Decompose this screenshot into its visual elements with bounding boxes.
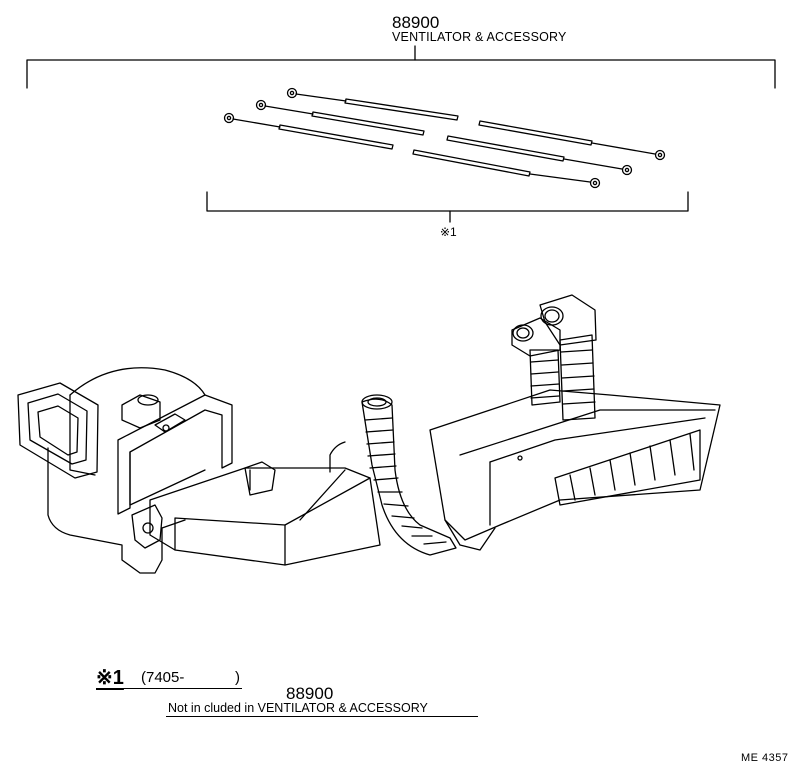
footnote-text-underline <box>166 716 478 717</box>
footnote-mark: ※1 <box>96 667 124 689</box>
top-part-number: 88900 <box>392 13 440 32</box>
ventilator-unit <box>17 294 721 574</box>
footnote-range-close: ) <box>235 669 240 686</box>
footnote-underline <box>96 688 242 689</box>
diagram-code: ME 4357 <box>741 752 789 764</box>
top-assembly-bracket <box>26 45 776 89</box>
footnote-range-open: (7405- <box>141 669 185 686</box>
control-cables <box>223 87 666 189</box>
sub-reference-label: ※1 <box>440 225 457 239</box>
footnote-text: Not in cluded in VENTILATOR & ACCESSORY <box>168 701 428 715</box>
sub-bracket <box>206 191 689 223</box>
top-assembly-title: VENTILATOR & ACCESSORY <box>392 30 567 44</box>
footnote-part-number: 88900 <box>286 684 334 703</box>
